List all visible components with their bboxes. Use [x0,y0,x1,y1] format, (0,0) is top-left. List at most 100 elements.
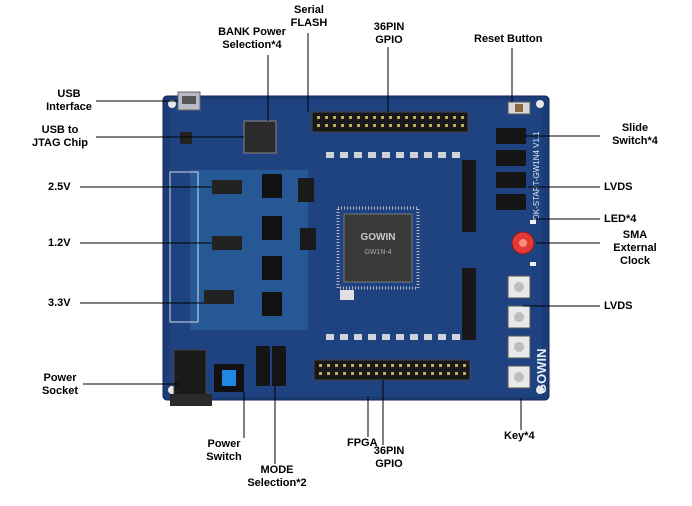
power-socket-base [170,394,212,406]
label-serial-flash: Serial FLASH [290,4,328,29]
header-pin [343,372,346,375]
fpga-chip-brand: GOWIN [361,232,396,243]
header-pin [389,116,392,119]
brand-logo: GOWIN [534,349,549,395]
fpga-chip-part: GW1N-4 [364,249,391,256]
header-pin [325,124,328,127]
header-pin [319,364,322,367]
power-switch-knob [222,370,236,386]
label-usb-jtag: USB to JTAG Chip [31,124,88,149]
oscillator [340,290,354,300]
header-pin [437,116,440,119]
label-sma: SMA External Clock [613,229,657,267]
bank-power-headers [262,174,282,316]
label-gpio-bottom: 36PIN GPIO [373,445,405,470]
usb-connector-inner [182,96,196,104]
silk-outline [169,171,199,323]
silkscreen-title: DK-START-GW1N4 V1.1 [532,131,541,220]
header-pin [421,116,424,119]
header-pin [439,372,442,375]
label-1-2v: 1.2V [48,237,71,249]
label-3-3v: 3.3V [48,297,71,309]
header-pin [399,364,402,367]
header-pin [335,364,338,367]
header-pin [365,124,368,127]
label-slide-switch: Slide Switch*4 [612,122,658,147]
header-pin [407,364,410,367]
header-pin [455,372,458,375]
header-pin [463,364,466,367]
fpga-chip-pins [336,206,420,290]
header-pin [373,116,376,119]
header-pin [407,372,410,375]
header-pin [375,364,378,367]
header-pin [333,124,336,127]
header-pin [335,372,338,375]
header-pin [383,372,386,375]
header-pin [421,124,424,127]
header-pin [461,124,464,127]
header-pin [381,116,384,119]
header-pin [389,124,392,127]
header-pin [349,124,352,127]
header-pin [431,372,434,375]
header-pin [431,364,434,367]
keys [507,275,531,389]
header-pin [383,364,386,367]
label-gpio-top: 36PIN GPIO [373,21,405,46]
header-pin [373,124,376,127]
header-pin [391,364,394,367]
header-pin [415,372,418,375]
gpio-bottom-header [313,359,471,381]
header-pin [461,116,464,119]
leader-lines [80,33,600,464]
header-pin [341,124,344,127]
header-pin [397,124,400,127]
header-pin [375,372,378,375]
mode-switches [256,346,286,386]
header-pin [423,372,426,375]
label-lvds-bottom: LVDS [604,300,633,312]
header-pin [447,372,450,375]
header-pin [413,124,416,127]
header-pin [453,116,456,119]
header-pin [455,364,458,367]
header-pin [359,372,362,375]
regulator-25v [212,180,242,194]
header-pin [343,364,346,367]
label-power-socket: Power Socket [41,372,79,397]
header-pin [357,124,360,127]
sma-connector-center [519,239,527,247]
component-row-top [326,152,460,158]
small-chip [180,132,192,144]
label-key: Key*4 [504,430,535,442]
slide-switches [496,128,526,210]
header-pin [445,116,448,119]
header-pin [325,116,328,119]
header-pin [437,124,440,127]
fpga-chip [343,213,413,283]
header-pin [317,124,320,127]
header-pin [349,116,352,119]
header-pin [365,116,368,119]
lvds-top-header [462,160,476,232]
header-pin [319,372,322,375]
component-row-bottom [326,334,460,340]
regulator-33v [204,290,234,304]
power-socket [173,349,207,403]
header-pin [327,364,330,367]
header-pin [317,116,320,119]
gpio-bottom-pins [319,364,466,375]
header-pin [405,116,408,119]
reset-button-cap [515,104,523,112]
mounting-hole [536,100,544,108]
header-pin [445,124,448,127]
header-pin [351,364,354,367]
header-pin [381,124,384,127]
label-bank-power: BANK Power Selection*4 [218,26,286,51]
header-pin [447,364,450,367]
header-pin [351,372,354,375]
label-fpga: FPGA [347,437,378,449]
usb-jtag-chip [243,120,277,154]
